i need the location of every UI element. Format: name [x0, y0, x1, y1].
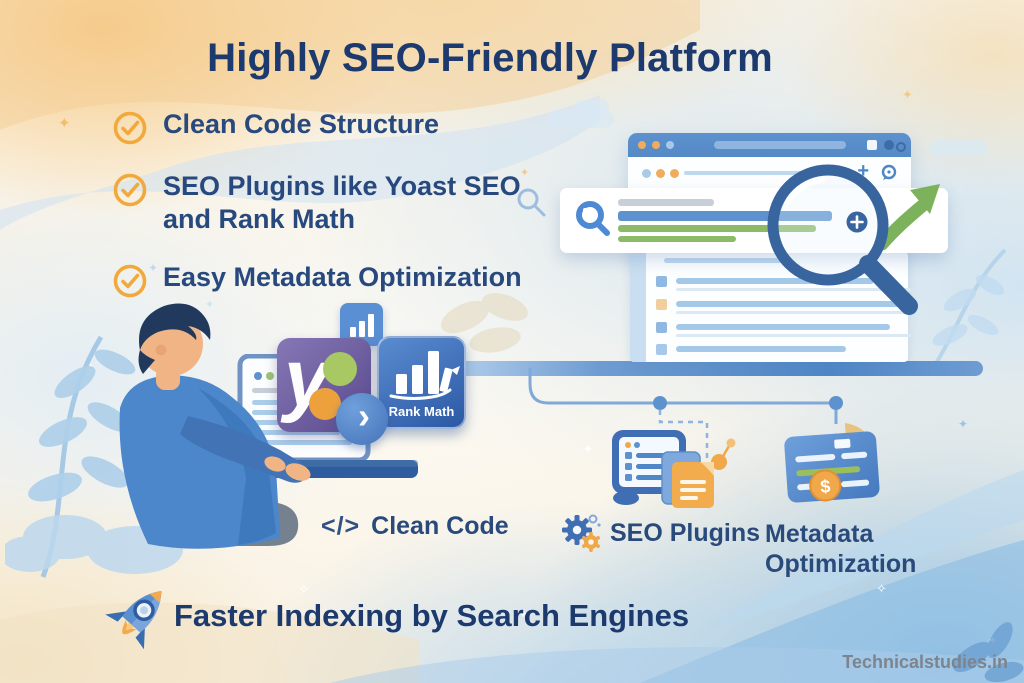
seo-plugins-icon	[612, 430, 714, 508]
seo-plugins-label: SEO Plugins	[610, 518, 761, 547]
code-icon: </>	[321, 512, 361, 540]
toolbar-dot	[670, 169, 679, 178]
chevron-circle-icon: ›	[336, 393, 388, 445]
window-dot	[666, 141, 674, 149]
dollar-glyph: $	[820, 476, 831, 497]
plus-icon: +	[857, 160, 869, 182]
page-title: Highly SEO-Friendly Platform	[207, 36, 773, 80]
yoast-green-circle	[323, 352, 357, 386]
result-line	[618, 236, 736, 242]
window-control-icon	[896, 142, 906, 152]
clean-code-feature: </> Clean Code	[321, 512, 509, 541]
small-magnifier-icon	[517, 188, 546, 217]
rank-math-logo: Rank Math	[377, 336, 466, 429]
rank-math-bars-icon	[389, 351, 460, 400]
panel-left-strip	[630, 252, 646, 362]
url-bar	[714, 141, 846, 149]
metadata-card-icon: $	[784, 422, 880, 503]
window-bottom-band	[433, 361, 983, 376]
browser-titlebar	[628, 133, 911, 157]
watermark: Technicalstudies.in	[842, 652, 1008, 672]
window-control-icon	[884, 140, 894, 150]
chevron-glyph: ›	[358, 395, 370, 436]
plant-decoration	[5, 335, 183, 578]
checklist-item-label: Easy Metadata Optimization	[163, 261, 522, 292]
maximize-icon	[867, 140, 877, 150]
rocket-icon	[105, 590, 162, 650]
toolbar-dot	[642, 169, 651, 178]
toolbar-dot	[656, 169, 665, 178]
checklist-item: SEO Plugins like Yoast SEO and Rank Math	[112, 170, 535, 237]
magnifier-icon	[576, 201, 610, 236]
window-dot	[652, 141, 660, 149]
flow-node	[829, 396, 843, 410]
window-dot	[638, 141, 646, 149]
search-bubble-icon	[881, 164, 897, 180]
person-illustration	[119, 303, 311, 549]
check-circle-icon	[113, 111, 147, 145]
checklist-item: Clean Code Structure	[112, 108, 535, 146]
toolbar-line	[684, 171, 802, 175]
check-circle-icon	[113, 264, 147, 298]
metadata-label: Metadata Optimization	[765, 520, 917, 578]
gears-icon	[562, 514, 601, 552]
clean-code-label: Clean Code	[371, 512, 509, 540]
cloud-decoration	[575, 100, 609, 114]
bar-chart-icon	[350, 314, 374, 337]
seo-plugins-feature: SEO Plugins	[558, 510, 760, 556]
panel-line	[664, 258, 784, 263]
rank-math-label: Rank Math	[388, 404, 455, 419]
result-line	[618, 211, 832, 221]
leaf-decoration	[440, 293, 528, 353]
result-line	[618, 225, 816, 232]
checklist-item-label: SEO Plugins like Yoast SEO and Rank Math	[163, 171, 521, 235]
leaf-decoration	[932, 248, 1007, 367]
cloud-decoration	[930, 140, 988, 156]
flow-connector	[528, 368, 843, 482]
magnifying-glass	[767, 164, 918, 315]
checklist-item-label: Clean Code Structure	[163, 109, 440, 139]
check-circle-icon	[113, 173, 147, 207]
result-line	[618, 199, 714, 206]
yoast-orange-circle	[309, 388, 341, 420]
flow-node	[653, 396, 667, 410]
footer-headline: Faster Indexing by Search Engines	[174, 598, 690, 633]
checklist-item: Easy Metadata Optimization	[112, 261, 535, 299]
orange-document-icon	[672, 462, 714, 508]
